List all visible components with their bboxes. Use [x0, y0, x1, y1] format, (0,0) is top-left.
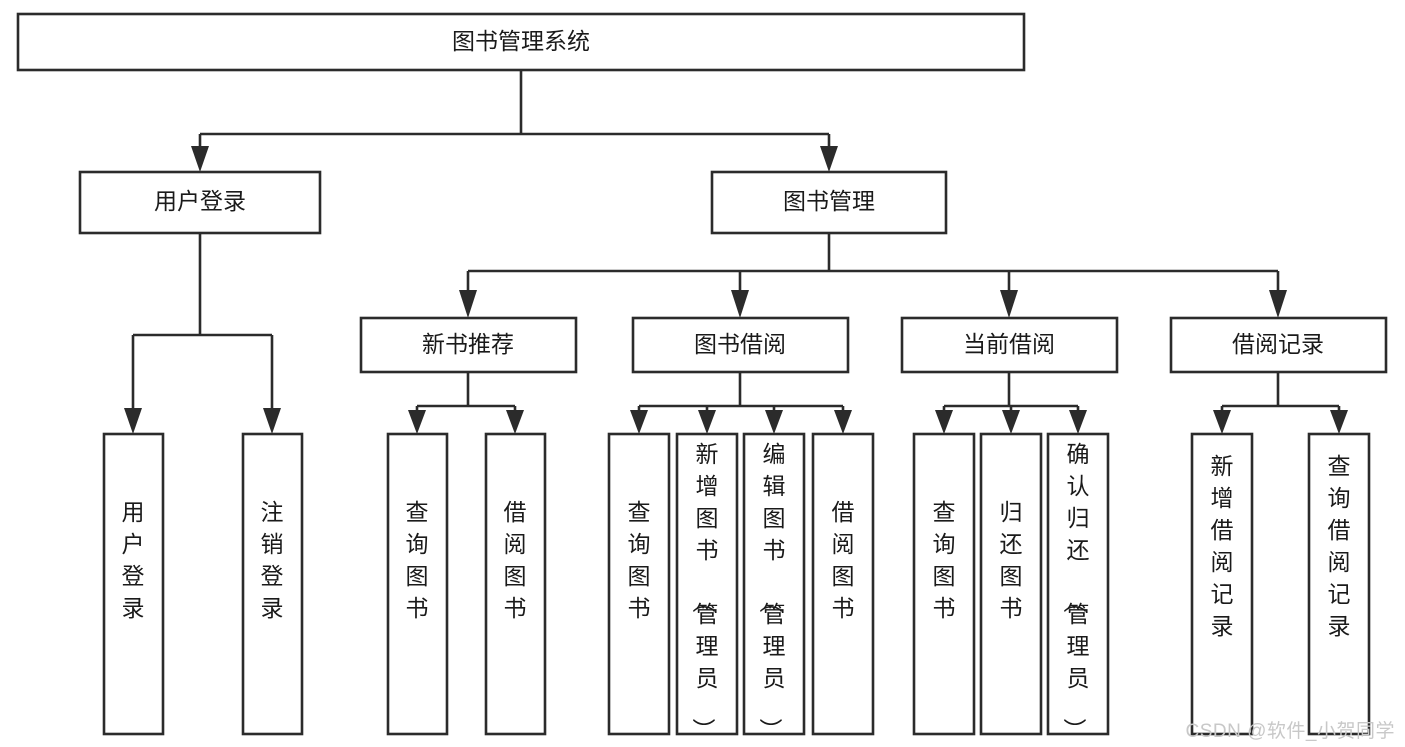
arrowhead-leaf-user-logout	[263, 408, 281, 434]
arrowhead-leaf-query-book-3	[935, 410, 953, 434]
leaf-add-record-label: 新增借阅记录	[1211, 453, 1234, 639]
arrowhead-leaf-edit-book	[765, 410, 783, 434]
leaf-query-book-2-box[interactable]	[607, 432, 671, 736]
connector-edges	[124, 70, 1348, 434]
leaf-query-book-3-label: 查询图书	[933, 499, 956, 621]
arrowhead-leaf-add-record	[1213, 410, 1231, 434]
leaf-query-record-box[interactable]	[1307, 432, 1371, 736]
book-borrow-label: 图书借阅	[694, 331, 786, 357]
root-label: 图书管理系统	[452, 28, 590, 54]
leaf-node[interactable]: 归还图书	[979, 432, 1043, 736]
current-borrow-box[interactable]	[900, 316, 1119, 374]
leaf-node[interactable]: 新增借阅记录	[1190, 432, 1254, 736]
csdn-watermark: CSDN @软件_小贺同学	[1185, 721, 1395, 742]
node-borrow-record[interactable]: 借阅记录	[1169, 316, 1388, 374]
arrowhead-book-borrow	[731, 290, 749, 318]
leaf-add-record-box[interactable]	[1190, 432, 1254, 736]
arrowhead-leaf-add-book	[698, 410, 716, 434]
arrowhead-leaf-borrow-book-1	[506, 410, 524, 434]
borrow-record-label: 借阅记录	[1232, 331, 1324, 357]
leaf-node[interactable]: 查询图书	[386, 432, 449, 736]
leaf-node[interactable]: 借阅图书	[484, 432, 547, 736]
leaf-borrow-book-1-label: 借阅图书	[504, 499, 527, 621]
leaf-borrow-book-2-box[interactable]	[811, 432, 875, 736]
leaf-query-record-label: 查询借阅记录	[1328, 453, 1351, 639]
node-user-login[interactable]: 用户登录	[78, 170, 322, 235]
arrowhead-leaf-query-book-1	[408, 410, 426, 434]
leaf-node[interactable]: 新增图书（管理员）	[675, 432, 739, 741]
user-login-label: 用户登录	[154, 188, 246, 214]
book-borrow-box[interactable]	[631, 316, 850, 374]
current-borrow-label: 当前借阅	[963, 331, 1055, 357]
arrowhead-leaf-query-record	[1330, 410, 1348, 434]
leaf-node[interactable]: 查询图书	[912, 432, 976, 736]
arrowhead-new-book-recommend	[459, 290, 477, 318]
leaf-node[interactable]: 查询图书	[607, 432, 671, 736]
leaf-confirm-return-box[interactable]	[1046, 432, 1110, 736]
arrowhead-leaf-user-login	[124, 408, 142, 434]
leaf-borrow-book-2-label: 借阅图书	[832, 499, 855, 621]
leaf-return-book-label: 归还图书	[1000, 499, 1023, 621]
leaf-node[interactable]: 注销登录	[241, 432, 304, 736]
leaf-user-login-label: 用户登录	[122, 499, 145, 621]
arrowhead-leaf-query-book-2	[630, 410, 648, 434]
node-book-management[interactable]: 图书管理	[710, 170, 948, 235]
leaf-borrow-book-1-box[interactable]	[484, 432, 547, 736]
root-box[interactable]	[16, 12, 1026, 72]
leaf-query-book-1-label: 查询图书	[406, 499, 429, 621]
book-management-label: 图书管理	[783, 188, 875, 214]
arrowhead-bookmgmt	[820, 146, 838, 172]
leaf-return-book-box[interactable]	[979, 432, 1043, 736]
leaf-query-book-1-box[interactable]	[386, 432, 449, 736]
leaf-node[interactable]: 查询借阅记录	[1307, 432, 1371, 736]
arrowhead-leaf-borrow-book-2	[834, 410, 852, 434]
leaf-node[interactable]: 编辑图书（管理员）	[742, 432, 806, 741]
leaf-user-logout-box[interactable]	[241, 432, 304, 736]
leaf-add-book-label: 新增图书（管理员）	[691, 441, 719, 741]
leaf-node[interactable]: 确认归还（管理员）	[1046, 432, 1110, 741]
borrow-record-box[interactable]	[1169, 316, 1388, 374]
leaf-query-book-2-label: 查询图书	[628, 499, 651, 621]
node-current-borrow[interactable]: 当前借阅	[900, 316, 1119, 374]
arrowhead-userlogin	[191, 146, 209, 172]
arrowhead-leaf-confirm-return	[1069, 410, 1087, 434]
node-book-borrow[interactable]: 图书借阅	[631, 316, 850, 374]
node-root[interactable]: 图书管理系统	[16, 12, 1026, 72]
new-book-recommend-box[interactable]	[359, 316, 578, 374]
leaf-node[interactable]: 用户登录	[102, 432, 165, 736]
leaf-edit-book-label: 编辑图书（管理员）	[758, 441, 786, 741]
leaf-confirm-return-label: 确认归还（管理员）	[1062, 441, 1090, 741]
arrowhead-current-borrow	[1000, 290, 1018, 318]
leaf-user-logout-label: 注销登录	[261, 499, 284, 621]
arrowhead-leaf-return-book	[1002, 410, 1020, 434]
arrowhead-borrow-record	[1269, 290, 1287, 318]
leaf-add-book-box[interactable]	[675, 432, 739, 736]
user-login-box[interactable]	[78, 170, 322, 235]
book-management-box[interactable]	[710, 170, 948, 235]
leaf-query-book-3-box[interactable]	[912, 432, 976, 736]
node-new-book-recommend[interactable]: 新书推荐	[359, 316, 578, 374]
new-book-recommend-label: 新书推荐	[422, 331, 514, 357]
leaf-node[interactable]: 借阅图书	[811, 432, 875, 736]
leaf-user-login-box[interactable]	[102, 432, 165, 736]
leaf-edit-book-box[interactable]	[742, 432, 806, 736]
